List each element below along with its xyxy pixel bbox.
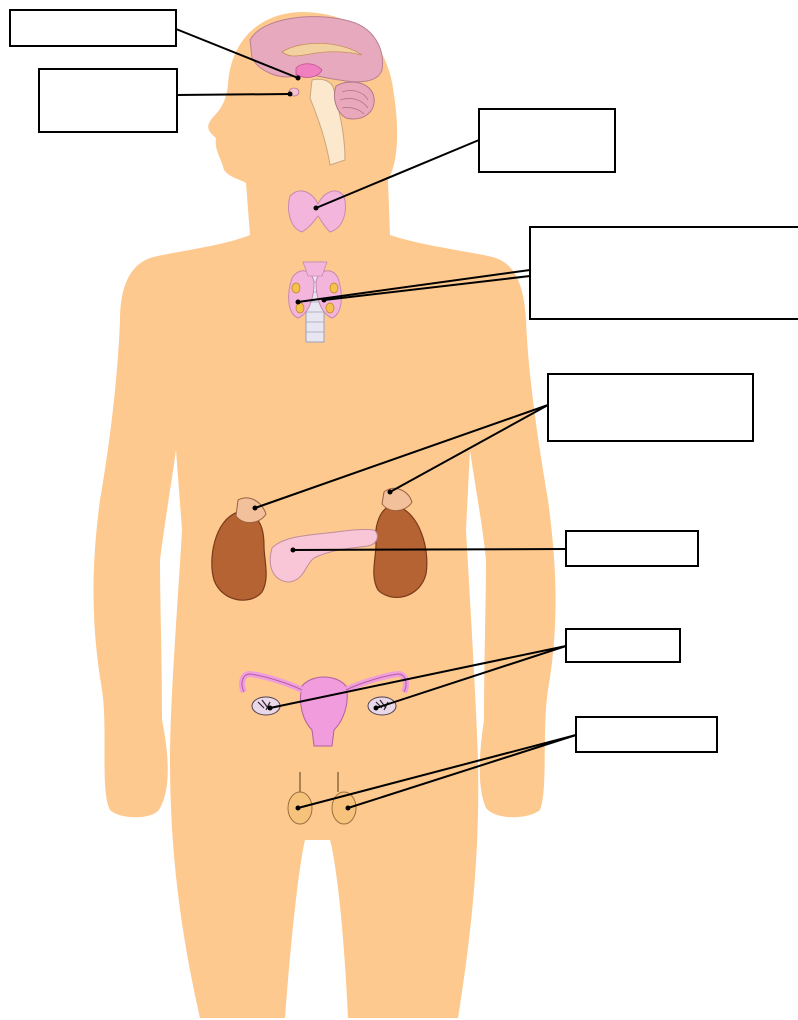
hypothalamus-box[interactable]: [10, 10, 176, 46]
cerebellum: [334, 82, 374, 119]
pancreas-box[interactable]: [566, 531, 698, 566]
adrenal-box[interactable]: [548, 374, 753, 441]
testis-box[interactable]: [576, 717, 717, 752]
parathyroid-box[interactable]: [530, 227, 798, 319]
pituitary-box[interactable]: [39, 69, 177, 132]
ovary-box[interactable]: [566, 629, 680, 662]
thyroid-box[interactable]: [479, 109, 615, 172]
